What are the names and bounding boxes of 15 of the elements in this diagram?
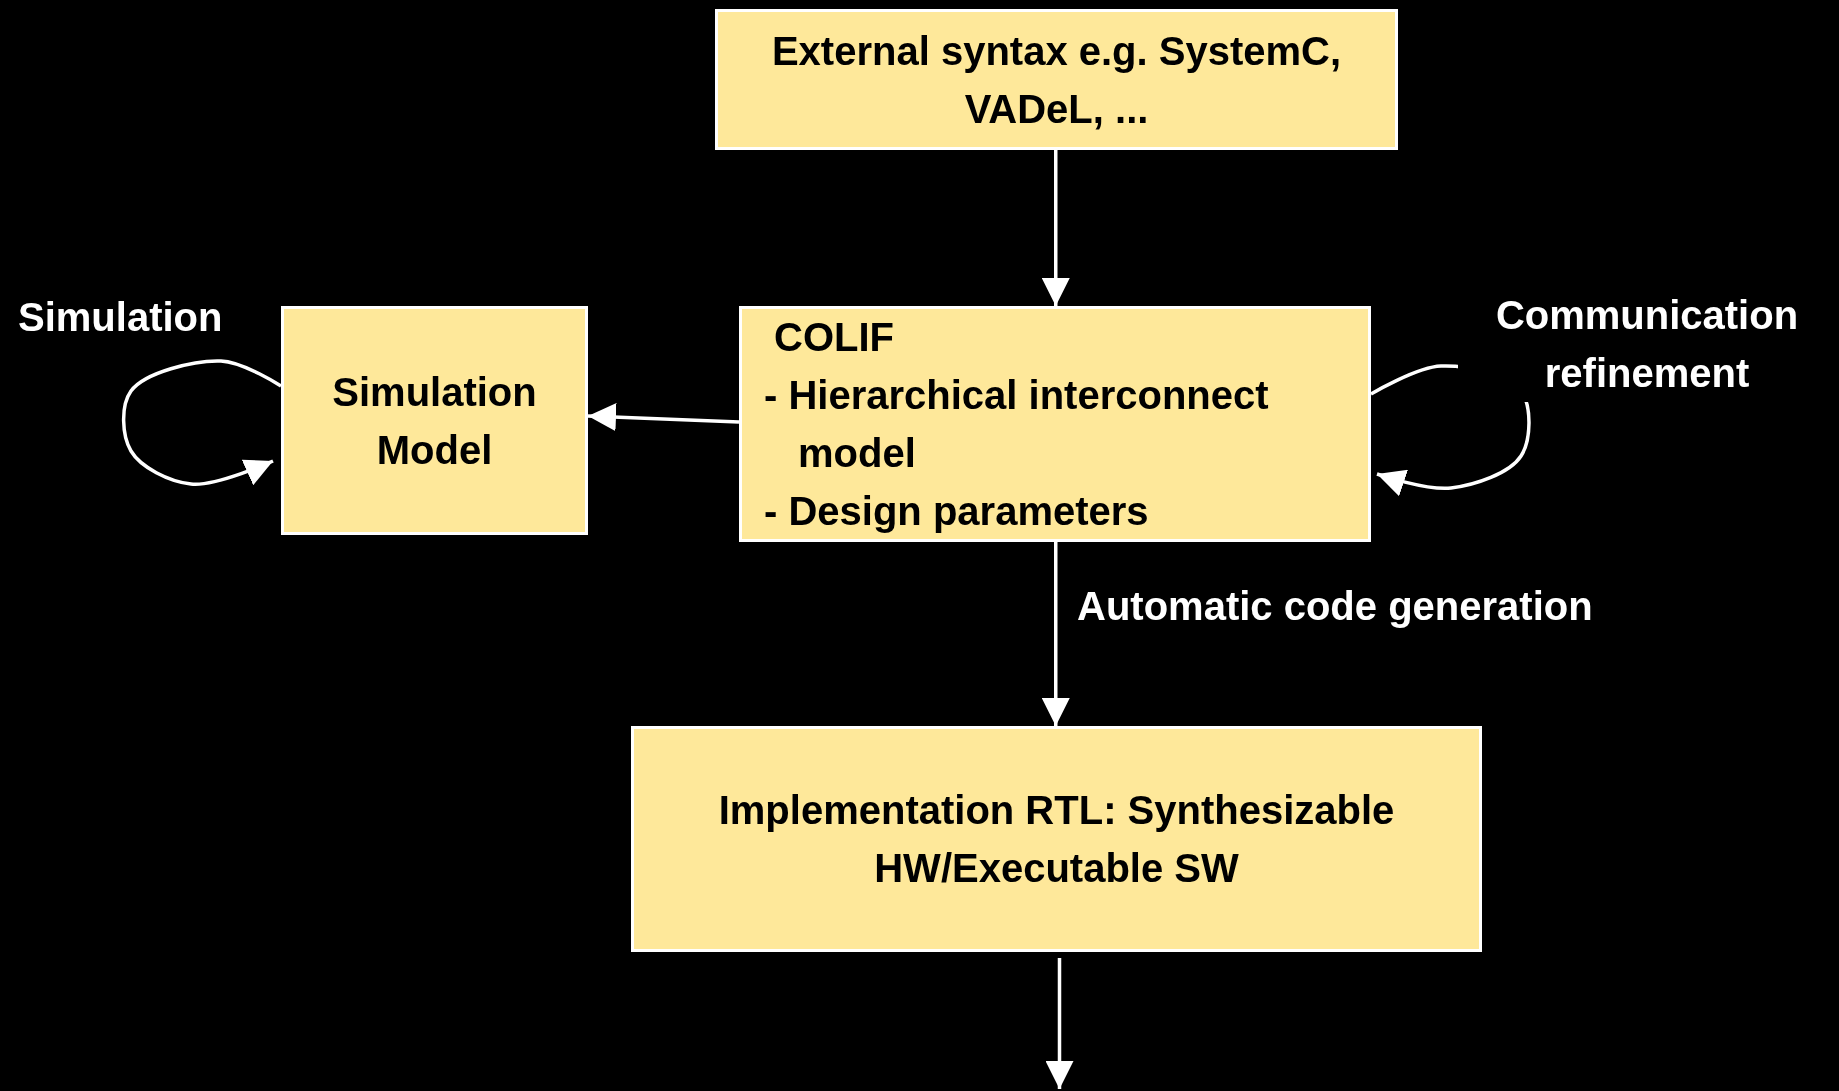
box-text: Implementation RTL: Synthesizable HW/Executable SW [717, 787, 1396, 892]
box-text: COLIF [773, 314, 895, 361]
box-text: External syntax e.g. SystemC, VADeL, ... [770, 27, 1343, 133]
arrow [1041, 150, 1070, 306]
arrow [1041, 542, 1070, 726]
box-text: Simulation Model [331, 368, 538, 474]
box-text: - Hierarchical interconnect model [764, 372, 1270, 477]
box-text: - Design parameters [764, 488, 1150, 535]
process-box [715, 9, 1398, 150]
loop-arrow [121, 359, 282, 486]
process-box [631, 726, 1482, 952]
process-box [281, 306, 588, 535]
arrow [587, 403, 740, 432]
arrow [1045, 958, 1074, 1089]
process-box [739, 306, 1371, 542]
